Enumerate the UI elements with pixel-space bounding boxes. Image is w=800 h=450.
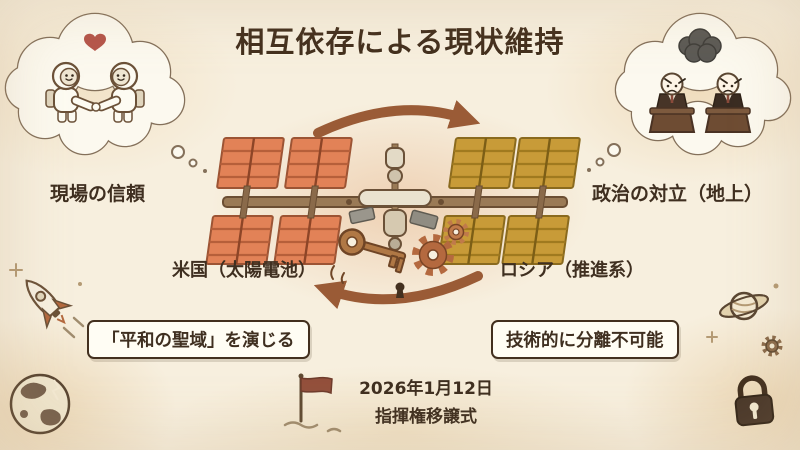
flag-icon xyxy=(298,373,333,423)
motion-lines xyxy=(330,265,345,284)
cycle-arrow-bottom xyxy=(313,271,483,310)
astronauts-handshake-icon xyxy=(45,61,145,123)
field-trust-cloud xyxy=(4,12,207,173)
heart-icon xyxy=(84,33,106,51)
political-conflict-cloud xyxy=(587,12,792,172)
cycle-arrow-top xyxy=(313,100,481,138)
rocket-icon xyxy=(9,263,85,339)
political-conflict-label: 政治の対立（地上） xyxy=(592,183,764,205)
peace-sanctuary-callout: 「平和の聖域」を演じる xyxy=(87,320,310,359)
inseparable-callout: 技術的に分離不可能 xyxy=(491,320,679,359)
gears-icon xyxy=(412,219,469,276)
earth-icon xyxy=(9,373,71,435)
ground-squiggle xyxy=(283,421,342,433)
sparkle-icon xyxy=(9,263,23,277)
thought-trail-right xyxy=(587,143,621,172)
handover-event: 2026年1月12日 指揮権移譲式 xyxy=(338,374,514,427)
storm-cloud-icon xyxy=(678,28,722,63)
thought-trail-left xyxy=(171,145,207,173)
page-title: 相互依存による現状維持 xyxy=(235,25,565,59)
russia-propulsion-label: ロシア（推進系） xyxy=(500,260,644,281)
event-name: 指揮権移譲式 xyxy=(375,407,477,427)
key-icon xyxy=(338,228,407,274)
lock-icon xyxy=(734,375,775,427)
iss-illustration xyxy=(205,136,582,268)
politicians-debate-icon xyxy=(648,72,752,133)
iss-core-modules xyxy=(348,143,439,268)
event-date: 2026年1月12日 xyxy=(359,379,493,399)
saturn-icon xyxy=(719,291,769,321)
us-solar-label: 米国（太陽電池） xyxy=(172,260,316,281)
keyhole-icon xyxy=(395,282,405,298)
small-gear-icon xyxy=(761,335,783,357)
field-trust-label: 現場の信頼 xyxy=(50,183,146,205)
sparkle-icon xyxy=(706,331,718,343)
